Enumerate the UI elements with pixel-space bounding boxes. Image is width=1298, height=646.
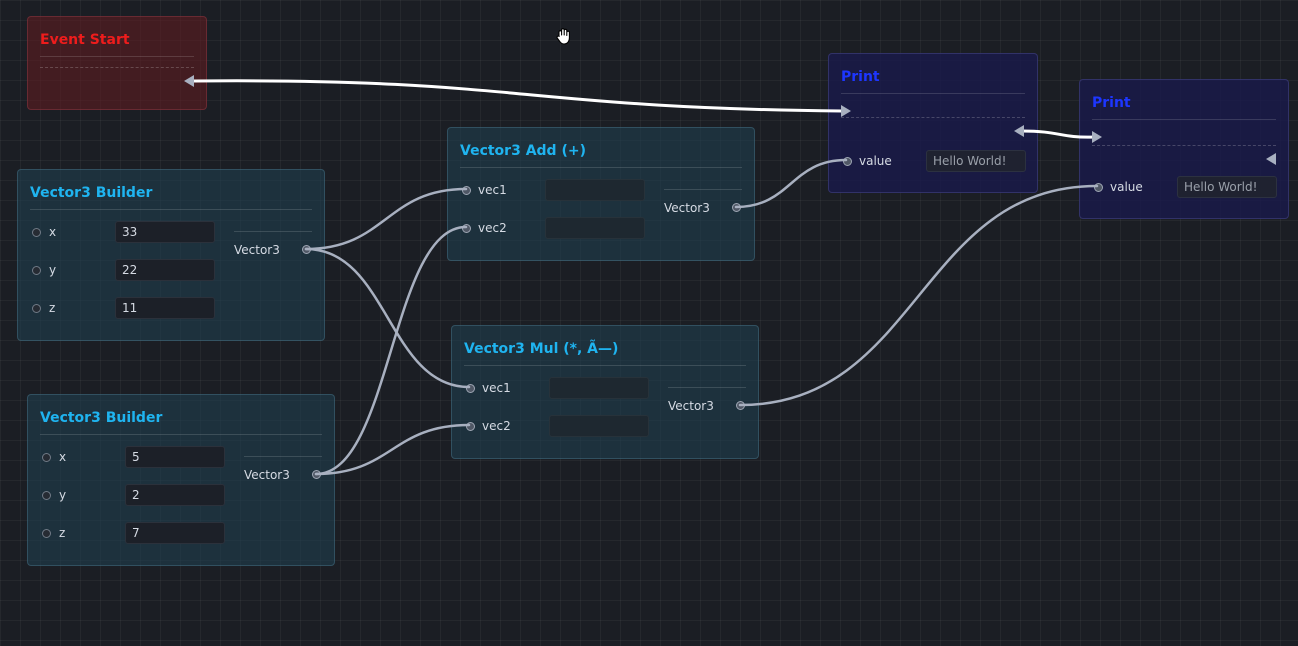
output-divider (664, 189, 742, 190)
input-label-value: value (1110, 180, 1143, 194)
title-divider (40, 56, 194, 57)
output-divider (668, 387, 746, 388)
node-title: Vector3 Builder (40, 410, 163, 426)
print-node-2[interactable]: Print value (1079, 79, 1289, 219)
title-divider (40, 434, 322, 435)
wire-builder1-to-mul-vec1[interactable] (304, 247, 471, 389)
input-label-y: y (49, 263, 57, 277)
input-port-x[interactable] (32, 228, 41, 237)
input-label-vec1: vec1 (478, 183, 507, 197)
input-label-vec1: vec1 (482, 381, 511, 395)
input-field-value[interactable] (926, 150, 1026, 172)
exec-divider (1092, 145, 1276, 146)
input-field-vec2[interactable] (545, 217, 645, 239)
title-divider (464, 365, 746, 366)
input-port-y[interactable] (32, 266, 41, 275)
output-label: Vector3 (668, 399, 714, 413)
output-port-vector3[interactable] (736, 401, 745, 410)
input-field-y[interactable] (115, 259, 215, 281)
vector3-builder-node-1[interactable]: Vector3 Builder x y z Vector3 (17, 169, 325, 341)
input-port-value[interactable] (843, 157, 852, 166)
input-label-y: y (59, 488, 67, 502)
node-title: Vector3 Mul (*, Ã—) (464, 341, 619, 357)
node-title: Event Start (40, 32, 130, 48)
node-title: Print (1092, 95, 1131, 111)
output-divider (244, 456, 322, 457)
print-node-1[interactable]: Print value (828, 53, 1038, 193)
input-port-x[interactable] (42, 453, 51, 462)
input-label-z: z (49, 301, 56, 315)
vector3-add-node[interactable]: Vector3 Add (+) vec1 vec2 Vector3 (447, 127, 755, 261)
input-port-vec2[interactable] (466, 422, 475, 431)
event-start-node[interactable]: Event Start (27, 16, 207, 110)
title-divider (30, 209, 312, 210)
title-divider (841, 93, 1025, 94)
node-title: Vector3 Add (+) (460, 143, 586, 159)
input-port-value[interactable] (1094, 183, 1103, 192)
input-port-vec1[interactable] (462, 186, 471, 195)
input-field-vec1[interactable] (545, 179, 645, 201)
input-field-x[interactable] (115, 221, 215, 243)
input-field-y[interactable] (125, 484, 225, 506)
wire-builder2-to-mul-vec2[interactable] (314, 423, 471, 476)
input-field-vec2[interactable] (549, 415, 649, 437)
wire-builder2-to-add-vec2[interactable] (314, 225, 468, 476)
input-label-z: z (59, 526, 66, 540)
node-title: Vector3 Builder (30, 185, 153, 201)
output-port-vector3[interactable] (312, 470, 321, 479)
vector3-mul-node[interactable]: Vector3 Mul (*, Ã—) vec1 vec2 Vector3 (451, 325, 759, 459)
input-port-z[interactable] (32, 304, 41, 313)
wire-builder1-to-add-vec1[interactable] (304, 187, 468, 251)
node-title: Print (841, 69, 880, 85)
vector3-builder-node-2[interactable]: Vector3 Builder x y z Vector3 (27, 394, 335, 566)
output-label: Vector3 (664, 201, 710, 215)
input-label-value: value (859, 154, 892, 168)
wire-mul-to-print2-value[interactable] (738, 184, 1099, 407)
input-label-vec2: vec2 (478, 221, 507, 235)
output-label: Vector3 (234, 243, 280, 257)
input-port-z[interactable] (42, 529, 51, 538)
input-field-vec1[interactable] (549, 377, 649, 399)
exec-wire-start-to-print[interactable] (192, 79, 844, 113)
input-field-z[interactable] (125, 522, 225, 544)
title-divider (1092, 119, 1276, 120)
grab-hand-icon (556, 28, 570, 45)
input-label-x: x (59, 450, 67, 464)
output-port-vector3[interactable] (302, 245, 311, 254)
exec-divider (841, 117, 1025, 118)
input-field-z[interactable] (115, 297, 215, 319)
exec-divider (40, 67, 194, 68)
input-label-vec2: vec2 (482, 419, 511, 433)
input-port-y[interactable] (42, 491, 51, 500)
input-port-vec2[interactable] (462, 224, 471, 233)
exec-output-arrow-icon[interactable] (1266, 153, 1276, 165)
input-field-value[interactable] (1177, 176, 1277, 198)
input-port-vec1[interactable] (466, 384, 475, 393)
output-label: Vector3 (244, 468, 290, 482)
title-divider (460, 167, 742, 168)
input-field-x[interactable] (125, 446, 225, 468)
input-label-x: x (49, 225, 57, 239)
output-port-vector3[interactable] (732, 203, 741, 212)
output-divider (234, 231, 312, 232)
